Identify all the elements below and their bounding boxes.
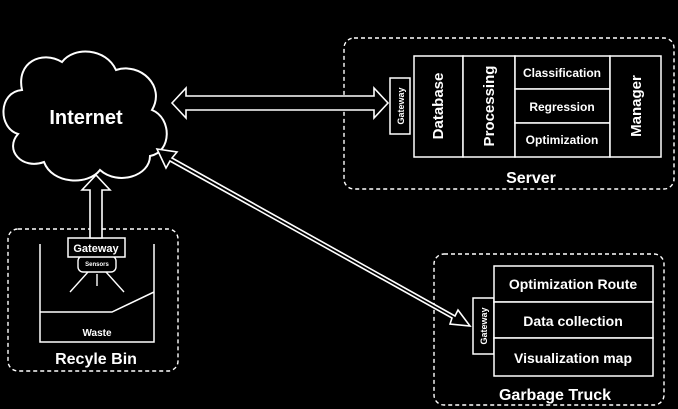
bin-sensors-label: Sensors	[85, 262, 109, 268]
server-gateway-box	[389, 77, 411, 135]
truck-data-collection-label: Data collection	[523, 313, 623, 329]
truck-optimization-route-label: Optimization Route	[509, 276, 638, 292]
arrow-bin-internet	[80, 173, 112, 239]
garbage-truck-title: Garbage Truck	[499, 387, 611, 404]
truck-gateway-label: Gateway	[479, 307, 489, 344]
sensor-beam-right	[105, 271, 125, 293]
server-group: Gateway Database Processing Classificati…	[343, 37, 675, 190]
bin-gateway-label: Gateway	[73, 243, 119, 255]
internet-label: Internet	[49, 107, 123, 129]
server-manager-box	[609, 55, 662, 158]
recycle-bin-boundary	[7, 228, 179, 372]
server-title: Server	[506, 170, 556, 187]
waste-fill	[40, 290, 154, 342]
arrow-internet-truck	[155, 147, 472, 327]
server-database-box	[413, 55, 464, 158]
cloud-icon	[2, 50, 168, 182]
truck-data-collection-box	[493, 301, 654, 339]
garbage-truck-boundary	[433, 253, 665, 406]
garbage-truck-group: Gateway Optimization Route Data collecti…	[433, 253, 665, 406]
server-processing-label: Processing	[481, 66, 498, 147]
sensor-beam-left	[69, 271, 89, 293]
server-classification-label: Classification	[523, 66, 601, 80]
server-gateway-label: Gateway	[396, 87, 406, 124]
server-optimization-label: Optimization	[526, 133, 599, 147]
server-regression-label: Regression	[529, 100, 594, 114]
waste-label: Waste	[82, 328, 112, 339]
server-classification-box	[514, 55, 611, 90]
server-manager-label: Manager	[628, 75, 645, 137]
truck-visualization-map-label: Visualization map	[514, 350, 632, 366]
arrow-internet-server	[170, 85, 390, 121]
truck-visualization-map-box	[493, 337, 654, 377]
recycle-bin-title: Recyle Bin	[55, 351, 137, 368]
internet-cloud: Internet	[2, 50, 168, 182]
recycle-bin-group: Waste Sensors Gateway Recyle Bin	[7, 228, 179, 372]
server-processing-box	[462, 55, 516, 158]
server-optimization-box	[514, 122, 611, 158]
truck-optimization-route-box	[493, 265, 654, 303]
server-database-label: Database	[430, 73, 447, 140]
server-boundary	[343, 37, 675, 190]
